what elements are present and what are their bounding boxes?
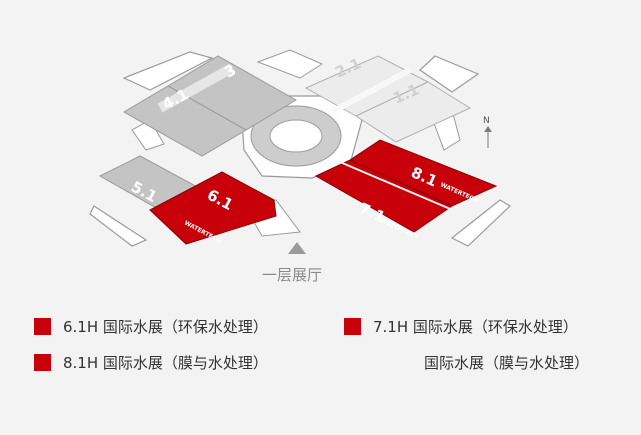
legend-red-square-icon <box>34 318 51 335</box>
legend-text-1: 6.1H 国际水展（环保水处理） <box>63 318 268 336</box>
exhibition-floor-map: 3 4.1 2.1 1.1 5.1 6.1 7.1 8.1 WATERTECH … <box>89 49 511 284</box>
walkway-south-left <box>89 205 148 247</box>
hall-divider-1-2 <box>330 67 412 115</box>
legend-item-2: 7.1H 国际水展（环保水处理） <box>344 318 578 336</box>
hall-7-1 <box>314 159 454 233</box>
legend-text-2: 7.1H 国际水展（环保水处理） <box>373 318 578 336</box>
connector-top <box>256 49 324 79</box>
entrance-arrow-icon <box>288 242 306 254</box>
walkway-south-right <box>450 199 511 247</box>
legend-text-3: 8.1H 国际水展（膜与水处理） <box>63 354 268 372</box>
north-arrow-icon <box>484 126 492 132</box>
north-label: N <box>483 116 490 126</box>
legend-red-square-icon <box>34 354 51 371</box>
hall-6-1 <box>149 171 277 245</box>
walkway-north-right <box>419 55 480 93</box>
legend-item-3: 8.1H 国际水展（膜与水处理） <box>34 354 268 372</box>
hall-1-1 <box>354 81 472 143</box>
hall-4-1 <box>123 85 247 157</box>
legend-item-1: 6.1H 国际水展（环保水处理） <box>34 318 268 336</box>
floor-label: 一层展厅 <box>262 266 322 284</box>
roundabout-center <box>269 119 323 153</box>
legend-text-4: 国际水展（膜与水处理） <box>424 354 590 372</box>
walkway-north-left <box>122 51 214 91</box>
hall-divider-7-8 <box>339 161 463 215</box>
hall-divider-3-4 <box>157 63 235 113</box>
legend-red-square-icon <box>344 318 361 335</box>
legend-item-4: 国际水展（膜与水处理） <box>424 354 589 372</box>
